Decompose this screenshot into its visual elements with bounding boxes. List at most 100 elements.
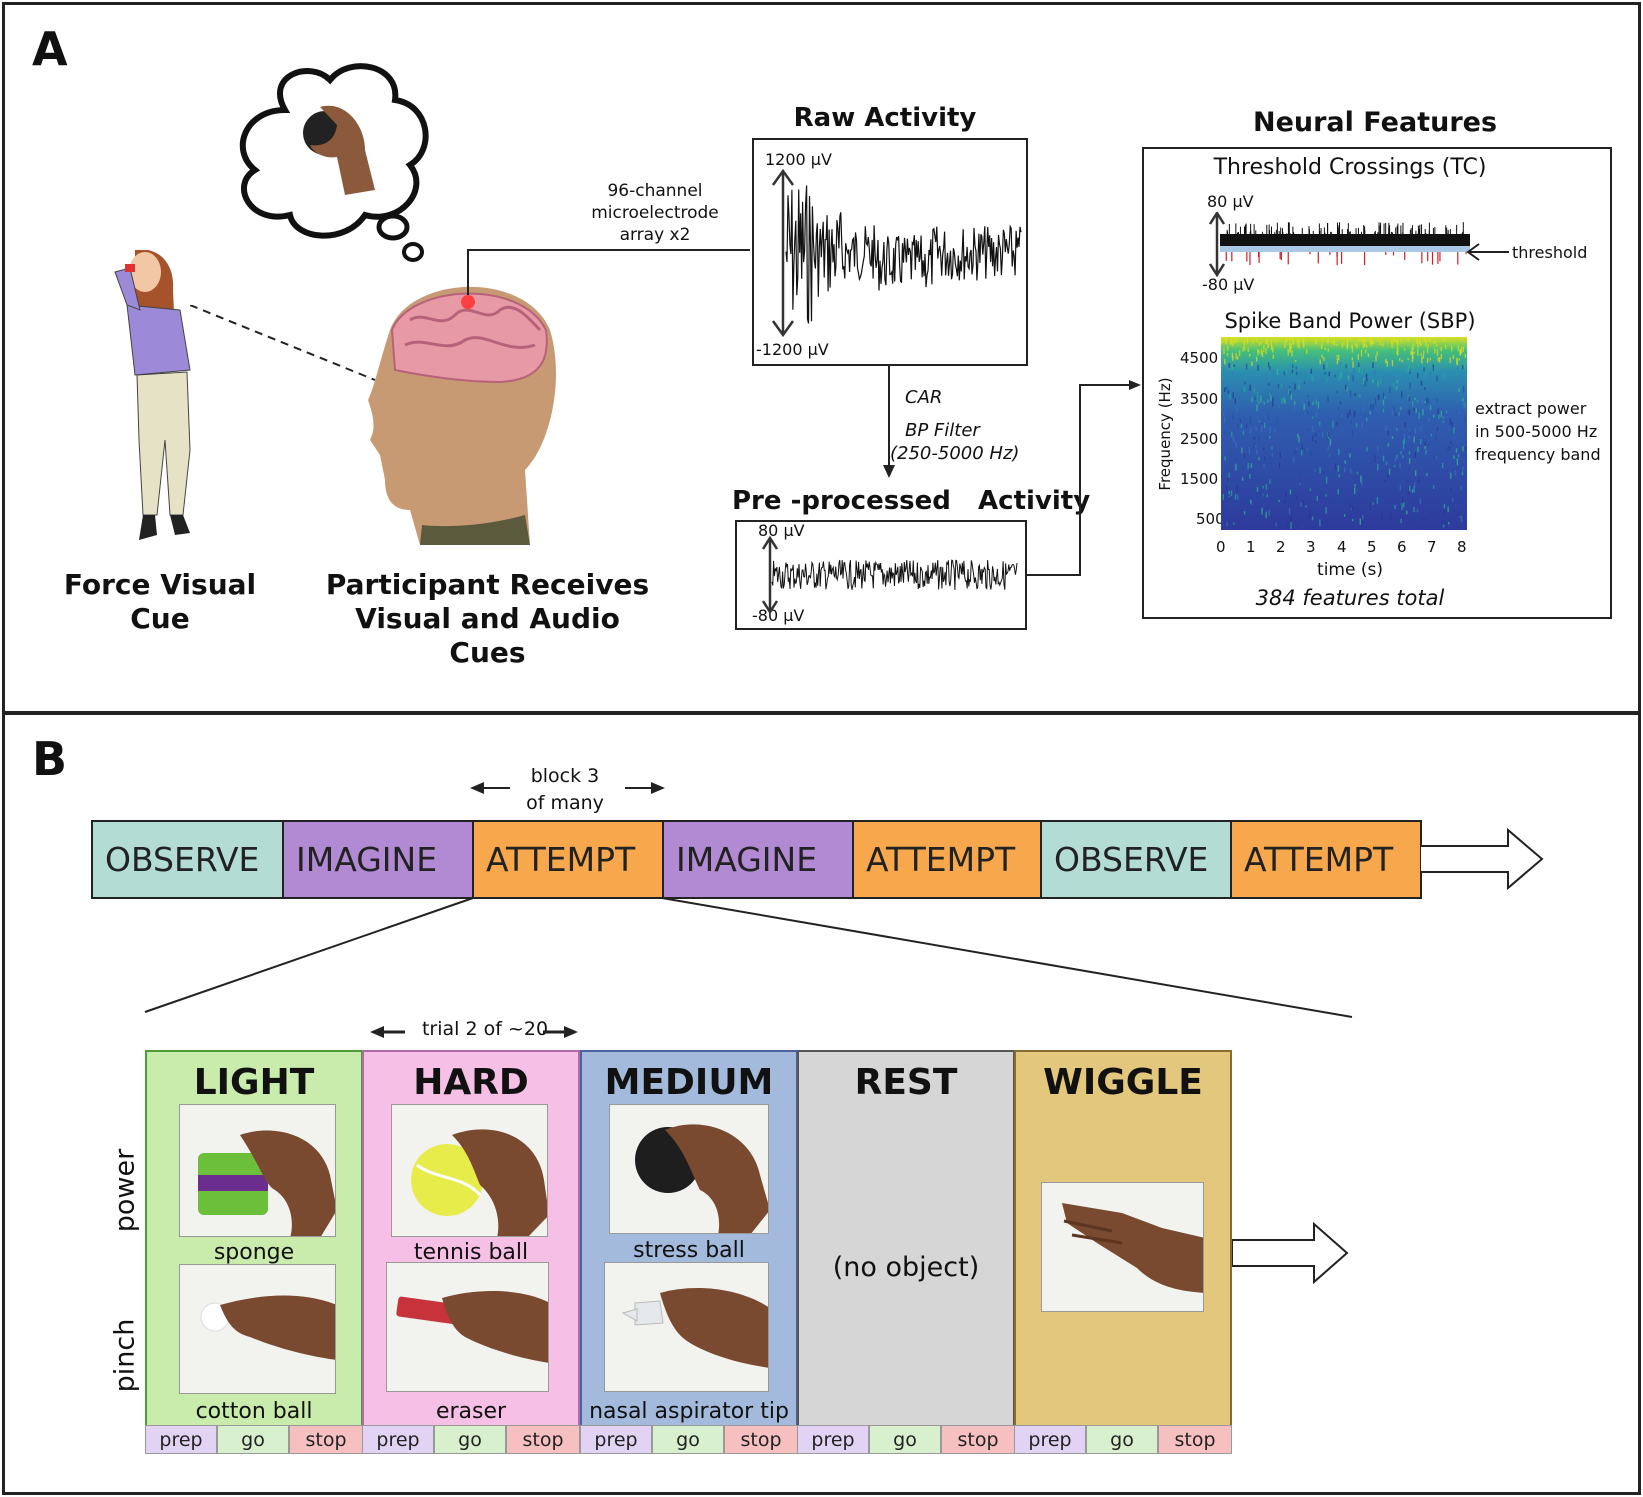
bp-label-1: BP Filter (905, 420, 980, 441)
figure-left-line1: Force Visual (63, 568, 257, 601)
tennis-ball-photo (391, 1104, 548, 1237)
features-connector (1025, 380, 1141, 576)
sbp-xtick: 8 (1457, 538, 1467, 556)
sbp-xtick: 2 (1276, 538, 1286, 556)
caption-sponge: sponge (213, 1240, 295, 1265)
card-light: LIGHT sponge cotton ball (145, 1050, 363, 1452)
array-connector (467, 249, 750, 295)
nasal-tip-image (605, 1263, 768, 1391)
trial-continue-arrow (1232, 1222, 1349, 1284)
participant-line1: Participant Receives (325, 568, 650, 601)
wiggle-hand-image (1042, 1183, 1203, 1311)
wiggle-photo (1041, 1182, 1204, 1312)
phase-stop: stop (1158, 1425, 1232, 1454)
sbp-xtick: 3 (1306, 538, 1316, 556)
sbp-xtick: 5 (1367, 538, 1377, 556)
sbp-heatmap (1221, 337, 1467, 530)
sbp-note-line2: in 500-5000 Hz (1475, 422, 1598, 441)
phase-go: go (217, 1425, 289, 1454)
cotton-image (180, 1265, 335, 1393)
threshold-arrow (1466, 243, 1509, 261)
tc-bottom-label: -80 μV (1202, 275, 1255, 294)
row-label-pinch: pinch (109, 1318, 141, 1393)
card-hard: HARD tennis ball eraser (362, 1050, 580, 1452)
sponge-photo (179, 1104, 336, 1237)
timeline-arrow (1420, 828, 1544, 890)
sbp-ylabel: Frequency (Hz) (1156, 377, 1174, 491)
pre-bottom-label: -80 μV (752, 606, 805, 625)
sbp-ytick: 4500 (1180, 349, 1219, 367)
phase-stop: stop (289, 1425, 363, 1454)
sbp-note-line1: extract power (1475, 399, 1587, 418)
raw-trace (771, 168, 1022, 338)
caption-stress-ball: stress ball (633, 1238, 745, 1263)
array-label: 96-channel microelectrode array x2 (575, 180, 735, 246)
block-observe: OBSERVE (91, 820, 284, 899)
sbp-note-line3: frequency band (1475, 445, 1601, 464)
panel-a-label: A (32, 22, 68, 76)
gaze-line (190, 305, 376, 381)
processing-arrow (883, 365, 895, 478)
tc-title: Threshold Crossings (TC) (1213, 155, 1487, 180)
block-attempt: ATTEMPT (472, 820, 664, 899)
participant-line2: Visual and Audio Cues (355, 602, 620, 669)
threshold-label: threshold (1512, 243, 1588, 262)
features-title: Neural Features (1252, 107, 1498, 138)
sbp-xtick: 6 (1397, 538, 1407, 556)
card-wiggle: WIGGLE (1014, 1050, 1232, 1452)
participant-head (368, 286, 556, 545)
trial-arrows (370, 1026, 578, 1038)
sbp-xtick: 1 (1246, 538, 1256, 556)
pre-trace (761, 535, 1018, 615)
participant-caption: Participant Receives Visual and Audio Cu… (315, 568, 660, 670)
card-rest: REST (no object) (797, 1050, 1015, 1452)
sbp-xtick: 4 (1337, 538, 1347, 556)
caption-cotton-ball: cotton ball (195, 1399, 313, 1424)
raw-activity-box (752, 138, 1028, 366)
trial-note: trial 2 of ~20 (421, 1018, 549, 1040)
phase-go: go (434, 1425, 506, 1454)
tc-trace (1208, 212, 1470, 277)
eraser-image (387, 1263, 548, 1391)
pre-title: Pre -processed Activity (732, 486, 1091, 516)
phase-prep: prep (362, 1425, 434, 1454)
phase-go: go (652, 1425, 724, 1454)
phase-stop: stop (506, 1425, 580, 1454)
zoom-lines (144, 897, 1353, 1018)
thought-bubble (239, 63, 429, 262)
card-title: LIGHT (193, 1062, 315, 1103)
caption-tennis-ball: tennis ball (413, 1240, 529, 1265)
array-line2: microelectrode (591, 203, 719, 223)
panel-b (2, 712, 1641, 1495)
sbp-ytick: 1500 (1180, 470, 1219, 488)
caption-eraser: eraser (435, 1399, 507, 1424)
sbp-ytick: 2500 (1180, 430, 1219, 448)
block-note: block 3 of many (505, 763, 625, 817)
bp-label-2: (250-5000 Hz) (890, 443, 1020, 464)
raw-bottom-label: -1200 μV (756, 340, 829, 359)
sponge-image (180, 1105, 335, 1236)
sbp-xtick: 7 (1427, 538, 1437, 556)
array-line1: 96-channel (607, 181, 703, 201)
figure-left-line2: Cue (130, 602, 190, 635)
figure-left-caption: Force Visual Cue (55, 568, 265, 636)
caption-nasal-aspirator-tip: nasal aspirator tip (589, 1399, 789, 1424)
phase-prep: prep (797, 1425, 869, 1454)
cotton-photo (179, 1264, 336, 1394)
sbp-note: extract power in 500-5000 Hz frequency b… (1475, 397, 1601, 466)
block-arrows (470, 782, 665, 794)
sbp-ytick: 3500 (1180, 390, 1219, 408)
phase-prep: prep (1014, 1425, 1086, 1454)
tc-top-label: 80 μV (1207, 192, 1254, 211)
raw-top-label: 1200 μV (765, 150, 832, 169)
caption-no-object: (no object) (832, 1252, 980, 1283)
card-title: REST (854, 1062, 958, 1103)
tennis-ball-image (392, 1105, 547, 1236)
eraser-photo (386, 1262, 549, 1392)
phase-prep: prep (145, 1425, 217, 1454)
block-imagine: IMAGINE (282, 820, 474, 899)
phase-stop: stop (724, 1425, 798, 1454)
card-title: HARD (413, 1062, 529, 1103)
array-line3: array x2 (619, 225, 691, 245)
raw-title: Raw Activity (793, 103, 977, 133)
